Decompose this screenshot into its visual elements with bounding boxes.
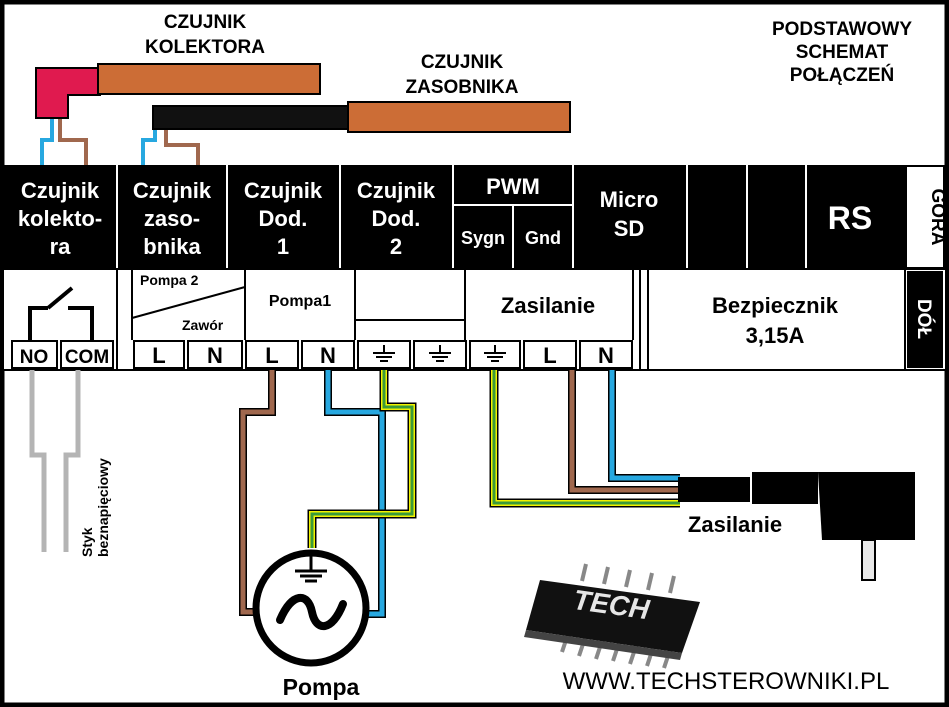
- bezpiecznik-value: 3,15A: [746, 323, 805, 348]
- bottom-terminal-block: Pompa 2 Zawór Pompa1 Zasilanie Bezpieczn…: [2, 268, 947, 371]
- pump-icon: [252, 549, 370, 667]
- collector-sensor-probe: [97, 63, 321, 95]
- terminal-czujnik-zasobnika: Czujnik zaso- bnika: [133, 178, 212, 259]
- pwm-sygn-label: Sygn: [461, 228, 505, 248]
- terminal-label: Czujnik: [133, 178, 212, 203]
- terminal-label: Czujnik: [357, 178, 436, 203]
- tech-chip-logo: TECH: [524, 563, 700, 669]
- terminal-label: Czujnik: [21, 178, 100, 203]
- contact-label-1: Styk: [79, 527, 95, 557]
- terminal-micro-sd: Micro SD: [600, 187, 659, 241]
- terminal-label: Dod.: [259, 206, 308, 231]
- diagram-title: PODSTAWOWY SCHEMAT POŁĄCZEŃ: [772, 19, 912, 86]
- pin-label: L: [543, 343, 556, 368]
- power-wires: [489, 370, 680, 508]
- side-label-dol: DÓŁ: [913, 299, 935, 340]
- pin-no: [11, 340, 58, 369]
- pin-label: N: [320, 343, 336, 368]
- pin-label: NO: [20, 347, 49, 368]
- terminal-czujnik-dod-2: Czujnik Dod. 2: [357, 178, 436, 259]
- tank-sensor: CZUJNIK ZASOBNIKA: [141, 52, 571, 165]
- power-plug: [678, 472, 915, 581]
- terminal-label: 2: [390, 234, 402, 259]
- pin-n-pompa2: [187, 340, 243, 369]
- pump-label: Pompa: [283, 674, 360, 700]
- terminal-label: zaso-: [144, 206, 200, 231]
- bezpiecznik-label: Bezpiecznik: [712, 293, 839, 318]
- terminal-label: Czujnik: [244, 178, 323, 203]
- pin-label: L: [152, 343, 165, 368]
- pompa1-label: Pompa1: [269, 293, 331, 310]
- collector-sensor: CZUJNIK KOLEKTORA: [35, 12, 321, 165]
- pin-ground-2: [413, 340, 467, 369]
- contact-wires: [29, 370, 81, 552]
- tank-sensor-probe: [347, 101, 571, 133]
- ground-icon: [373, 345, 506, 362]
- title-line-2: SCHEMAT: [796, 42, 889, 63]
- pin-label: N: [207, 343, 223, 368]
- terminal-label: 1: [277, 234, 289, 259]
- pompa2-label: Pompa 2: [140, 272, 199, 288]
- tank-sensor-label-2: ZASOBNIKA: [406, 77, 519, 98]
- terminal-label: kolekto-: [18, 206, 102, 231]
- pin-label: L: [265, 343, 278, 368]
- pin-label: COM: [65, 347, 109, 368]
- pin-l-pompa1: [245, 340, 299, 369]
- relay-contact-icon: [28, 286, 94, 340]
- terminal-label: Dod.: [372, 206, 421, 231]
- micro-sd-label: Micro: [600, 187, 659, 212]
- side-label-gora: GÓRA: [927, 189, 949, 246]
- website-url: WWW.TECHSTEROWNIKI.PL: [563, 668, 890, 695]
- zasilanie-label: Zasilanie: [501, 293, 595, 318]
- terminal-pwm: PWM Sygn Gnd: [461, 174, 561, 248]
- collector-sensor-label-1: CZUJNIK: [164, 12, 247, 33]
- pin-row: NO COM L N L N L N: [11, 340, 633, 369]
- pin-com: [60, 340, 114, 369]
- terminal-label: ra: [50, 234, 72, 259]
- terminal-label: bnika: [143, 234, 201, 259]
- tank-sensor-label-1: CZUJNIK: [421, 52, 504, 73]
- power-label: Zasilanie: [688, 512, 782, 537]
- zawor-label: Zawór: [182, 317, 224, 333]
- pin-n-zasilanie: [579, 340, 633, 369]
- title-line-3: POŁĄCZEŃ: [790, 64, 895, 86]
- contact-label: Styk beznapięciowy: [79, 458, 111, 557]
- top-terminal-block: Czujnik kolekto- ra Czujnik zaso- bnika …: [3, 165, 949, 269]
- pin-l-zasilanie: [523, 340, 577, 369]
- terminal-rs-label: RS: [828, 200, 872, 236]
- collector-sensor-label-2: KOLEKTORA: [145, 37, 265, 58]
- terminal-czujnik-dod-1: Czujnik Dod. 1: [244, 178, 323, 259]
- micro-sd-label: SD: [614, 216, 645, 241]
- contact-label-2: beznapięciowy: [95, 458, 111, 557]
- pwm-label: PWM: [486, 174, 540, 199]
- title-line-1: PODSTAWOWY: [772, 19, 912, 40]
- pin-label: N: [598, 343, 614, 368]
- pwm-gnd-label: Gnd: [525, 228, 561, 248]
- pin-n-pompa1: [301, 340, 355, 369]
- terminal-czujnik-kolektora: Czujnik kolekto- ra: [18, 178, 102, 259]
- pump-wires: [239, 370, 417, 618]
- pin-l-pompa2: [133, 340, 185, 369]
